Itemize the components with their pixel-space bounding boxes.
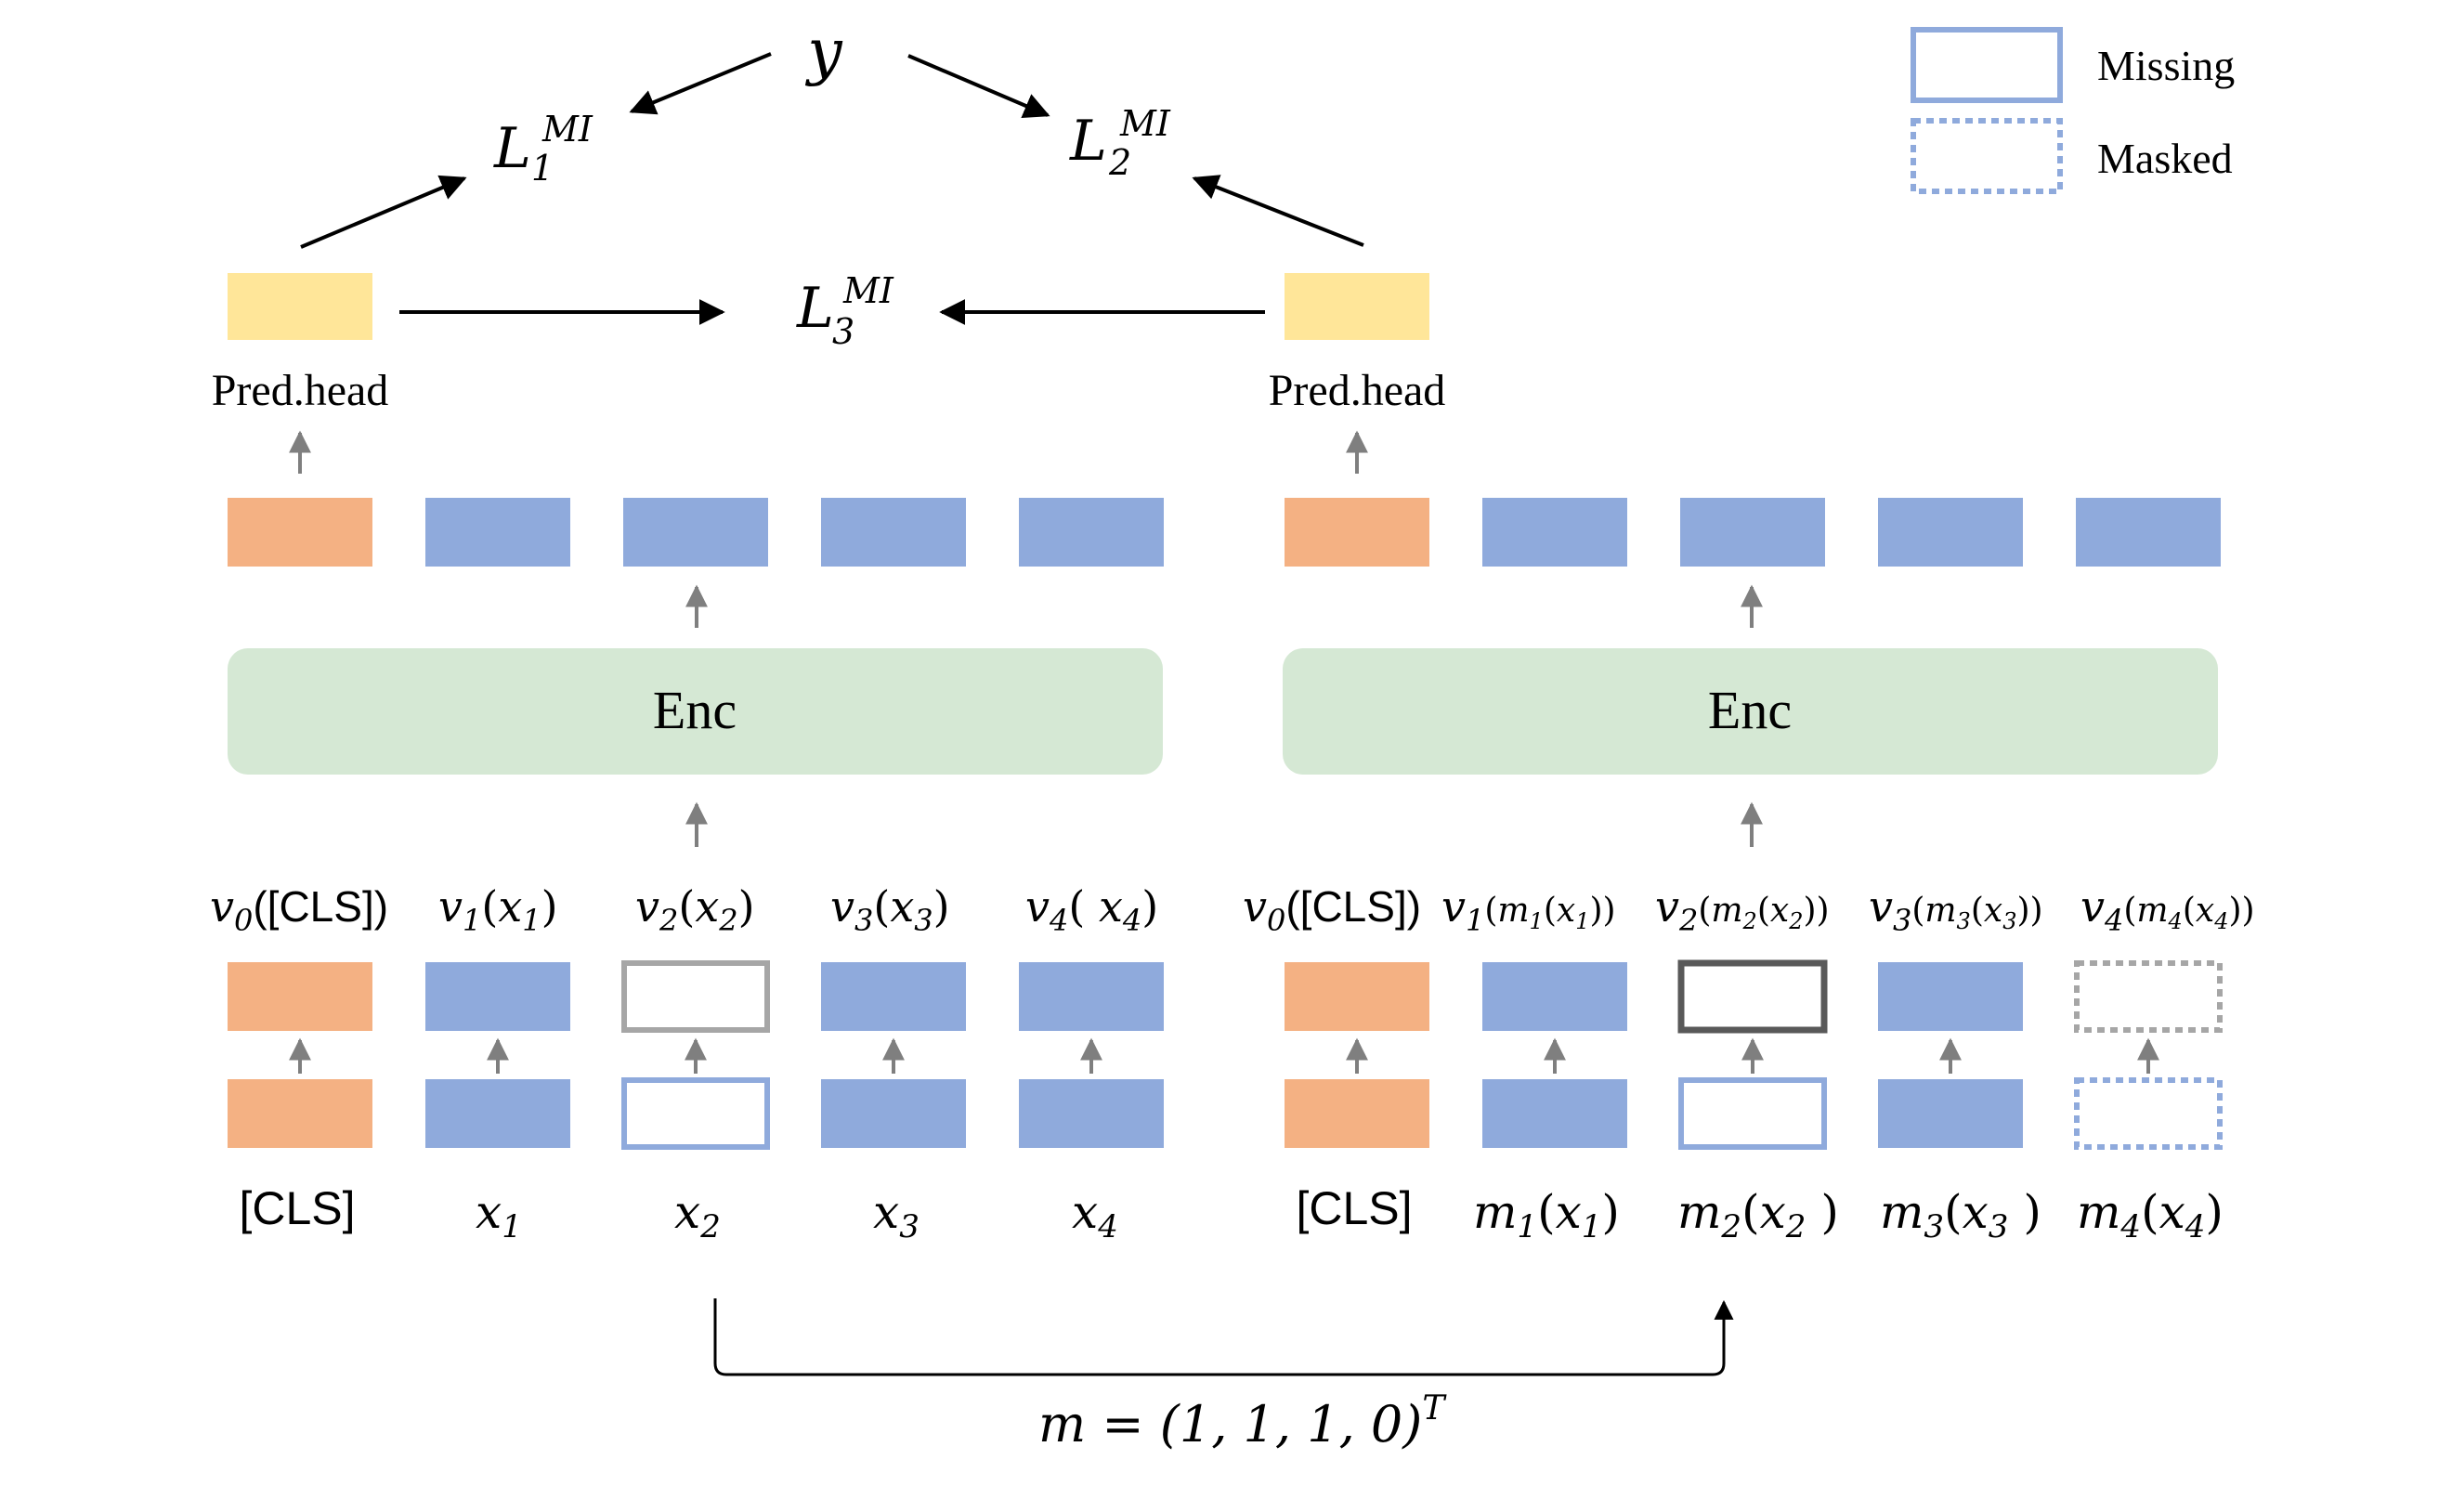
loss-l2-symbol: L <box>1069 109 1107 174</box>
embedding-label-1: v1(m1(x1)) <box>1441 881 1616 938</box>
embedding-token <box>425 962 570 1031</box>
embedding-label-2: v2(m2(x2)) <box>1655 881 1830 938</box>
input-label-3: m3(x3 ) <box>1880 1185 2041 1245</box>
legend-masked-swatch <box>1911 118 2063 194</box>
output-token <box>1019 498 1164 567</box>
loss-l3-sup: MI <box>842 270 894 311</box>
input-label-2: m2(x2 ) <box>1677 1185 1839 1245</box>
output-token <box>2076 498 2221 567</box>
loss-l2-sup: MI <box>1119 103 1171 144</box>
output-row-left <box>228 498 1164 567</box>
loss-l1-sup: MI <box>541 109 593 150</box>
output-token <box>821 498 966 567</box>
loss-l3-symbol: L <box>796 276 834 341</box>
output-token <box>425 498 570 567</box>
input-label-cls: [CLS] <box>239 1182 355 1234</box>
input-row-right <box>1285 1077 2223 1150</box>
embedding-labels-left: v0([CLS]) v1(x1) v2(x2) v3(x3) v4( x4) <box>210 881 1158 938</box>
input-token <box>821 1079 966 1148</box>
input-token <box>425 1079 570 1148</box>
output-token <box>1680 498 1825 567</box>
embedding-token <box>1482 962 1627 1031</box>
input-label-4: m4(x4) <box>2077 1185 2224 1245</box>
pred-head-left-box <box>228 273 372 340</box>
embedding-row-right <box>1285 959 2223 1034</box>
input-token-cls <box>1285 1079 1429 1148</box>
encoder-right-label: Enc <box>1708 680 1792 740</box>
output-row-right <box>1285 498 2221 567</box>
input-token <box>1878 1079 2023 1148</box>
embedding-label-0: v0([CLS]) <box>1243 881 1421 938</box>
pred-head-right-box <box>1285 273 1429 340</box>
encoder-left-label: Enc <box>653 680 737 740</box>
loss-l2: L MI 2 <box>1069 103 1171 183</box>
embedding-token-cls <box>228 962 372 1031</box>
input-label-1: x1 <box>476 1185 522 1245</box>
embedding-token <box>1019 962 1164 1031</box>
input-label-cls: [CLS] <box>1296 1182 1412 1234</box>
arrow-y-to-l1 <box>629 52 772 115</box>
input-token <box>1019 1079 1164 1148</box>
legend: Missing Masked <box>1911 27 2235 194</box>
input-labels-left: [CLS] x1 x2 x3 x4 <box>239 1182 1117 1245</box>
input-labels-right: [CLS] m1(x1) m2(x2 ) m3(x3 ) m4(x4) <box>1296 1182 2223 1245</box>
input-token <box>1482 1079 1627 1148</box>
embedding-row-left <box>228 960 1164 1033</box>
input-row-left <box>228 1077 1164 1150</box>
embedding-label-3: v3(m3(x3)) <box>1869 881 2043 938</box>
encoder-left <box>228 648 1163 775</box>
output-token-cls <box>228 498 372 567</box>
embedding-token <box>1878 962 2023 1031</box>
arrow-y-to-l2 <box>907 54 1050 118</box>
legend-missing-swatch <box>1911 27 2063 103</box>
input-label-2: x2 <box>674 1185 721 1245</box>
embedding-label-0: v0([CLS]) <box>210 881 388 938</box>
input-label-4: x4 <box>1072 1185 1118 1245</box>
loss-l3: L MI 3 <box>796 270 894 352</box>
output-token <box>1482 498 1627 567</box>
output-token-cls <box>1285 498 1429 567</box>
input-token-masked <box>2074 1077 2223 1150</box>
embedding-label-1: v1(x1) <box>438 881 558 938</box>
output-token <box>1878 498 2023 567</box>
input-label-1: m1(x1) <box>1473 1185 1620 1245</box>
embedding-label-2: v2(x2) <box>635 881 755 938</box>
input-label-3: x3 <box>873 1185 920 1245</box>
pred-head-left-label: Pred.head <box>212 366 389 415</box>
embedding-label-4: v4( x4) <box>1025 881 1158 938</box>
arrow-head-left-to-l1 <box>300 175 467 249</box>
label-y: y <box>804 16 842 87</box>
loss-l2-sub: 2 <box>1108 142 1131 183</box>
loss-l1-sub: 1 <box>531 148 554 189</box>
embedding-token-cls <box>1285 962 1429 1031</box>
embedding-label-4: v4(m4(x4)) <box>2080 881 2255 938</box>
mask-vector-label: m = (1, 1, 1, 0)T <box>1038 1389 1447 1453</box>
mask-connector <box>713 1298 1734 1376</box>
input-to-embedding-arrows <box>289 1037 2159 1074</box>
pred-head-right-label: Pred.head <box>1269 366 1446 415</box>
embedding-token <box>821 962 966 1031</box>
embedding-token-masked <box>2074 960 2223 1033</box>
embedding-token-missing <box>621 960 770 1033</box>
arrow-head-right-to-l2 <box>1192 175 1364 247</box>
legend-missing-label: Missing <box>2097 42 2235 89</box>
loss-l1-symbol: L <box>493 116 531 181</box>
loss-l3-sub: 3 <box>832 311 854 352</box>
input-token-cls <box>228 1079 372 1148</box>
loss-l1: L MI 1 <box>493 109 593 189</box>
embedding-label-3: v3(x3) <box>830 881 950 938</box>
top-losses: y L MI 1 L MI 2 L MI 3 <box>300 16 1364 352</box>
encoder-right <box>1283 648 2218 775</box>
input-token-missing <box>621 1077 770 1150</box>
embedding-labels-right: v0([CLS]) v1(m1(x1)) v2(m2(x2)) v3(m3(x3… <box>1243 881 2255 938</box>
legend-masked-label: Masked <box>2097 135 2233 182</box>
embedding-token-imputed <box>1677 959 1828 1034</box>
output-token <box>623 498 768 567</box>
input-token-missing <box>1678 1077 1827 1150</box>
